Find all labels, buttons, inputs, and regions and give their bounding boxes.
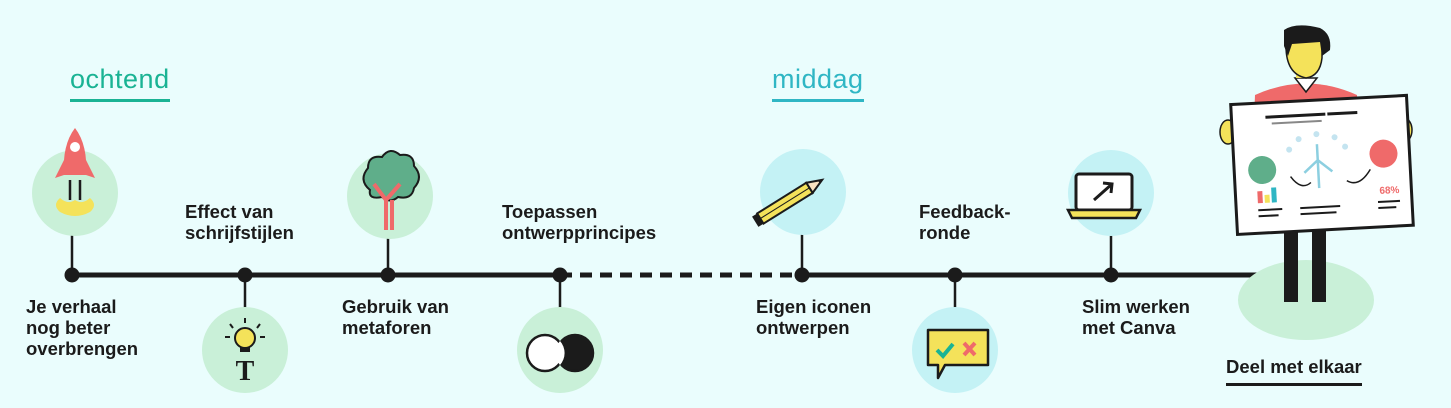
tree-icon (347, 150, 433, 239)
overlapping-circles-icon (517, 307, 603, 393)
timeline-dot (64, 267, 80, 283)
pencil-icon (752, 149, 846, 235)
step-label-own-icons: Eigen iconen ontwerpen (756, 296, 872, 338)
timeline-dot (947, 267, 963, 283)
feedback-speech-bubble-icon (912, 307, 998, 393)
presenter-with-poster-icon: 68% (1219, 25, 1415, 340)
timeline-dot (237, 267, 253, 283)
section-title-afternoon: middag (772, 64, 864, 102)
timeline-dots (64, 267, 1119, 283)
poster-stat: 68% (1379, 185, 1400, 197)
svg-text:T: T (236, 356, 255, 387)
step-label-design-principles: Toepassen ontwerpprincipes (502, 201, 657, 243)
step-label-canva: Slim werken met Canva (1082, 296, 1190, 338)
rocket-icon (32, 128, 118, 236)
step-label-story: Je verhaal nog beter overbrengen (26, 296, 139, 359)
final-step-label: Deel met elkaar (1226, 356, 1362, 386)
step-label-feedback: Feedback- ronde (919, 201, 1011, 243)
timeline-dot (552, 267, 568, 283)
timeline-dot (794, 267, 810, 283)
timeline-dot (380, 267, 396, 283)
section-title-morning: ochtend (70, 64, 170, 102)
laptop-icon (1065, 150, 1154, 236)
lightbulb-typography-icon: T (202, 307, 288, 393)
step-label-writing-styles: Effect van schrijfstijlen (185, 201, 294, 243)
timeline-dot (1103, 267, 1119, 283)
step-label-metaphors: Gebruik van metaforen (342, 296, 449, 338)
